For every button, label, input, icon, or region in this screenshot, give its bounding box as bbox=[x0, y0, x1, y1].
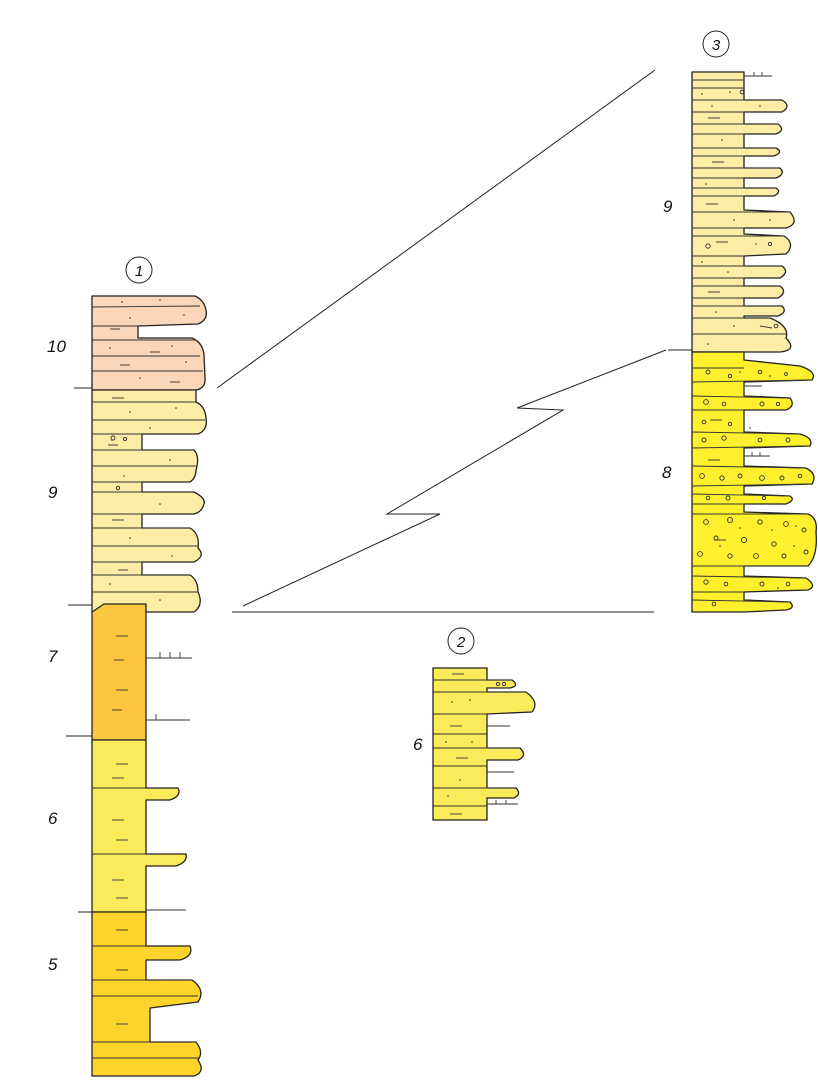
column-1-unit-6 bbox=[91, 739, 187, 913]
column-1-unit-5 bbox=[91, 911, 202, 1077]
column-3-unit-label-9: 9 bbox=[663, 197, 673, 216]
column-1-unit-label-6: 6 bbox=[48, 809, 58, 828]
column-1-unit-7-bedding bbox=[112, 635, 192, 721]
column-3-unit-8-bedding bbox=[691, 367, 813, 603]
column-1-unit-5-bedding bbox=[92, 929, 200, 1059]
column-3-unit-8-pebbles bbox=[697, 369, 809, 607]
column-2: 2 6 bbox=[413, 627, 536, 821]
correlation-lines bbox=[216, 69, 667, 613]
column-1-unit-7 bbox=[91, 603, 147, 741]
column-1-contacts bbox=[66, 387, 92, 913]
correlation-line-top bbox=[216, 69, 656, 389]
column-2-marker bbox=[447, 627, 475, 655]
column-1-unit-label-9: 9 bbox=[48, 483, 58, 502]
column-3-unit-label-8: 8 bbox=[662, 463, 672, 482]
column-1-unit-label-5: 5 bbox=[48, 955, 58, 974]
column-3-marker bbox=[702, 30, 730, 58]
column-2-label: 2 bbox=[456, 634, 466, 651]
column-2-bedding bbox=[433, 673, 526, 815]
column-1-unit-label-10: 10 bbox=[47, 337, 66, 356]
column-3: 3 bbox=[662, 30, 817, 613]
column-1-unit-label-7: 7 bbox=[48, 647, 58, 666]
column-3-unit-9-bedding bbox=[692, 72, 790, 335]
column-1-marker bbox=[125, 256, 153, 284]
column-3-unit-9-dots bbox=[701, 89, 779, 345]
column-1-unit-10-bedding bbox=[91, 305, 203, 383]
column-1-unit-10-dots bbox=[109, 299, 187, 379]
column-2-unit-label-6: 6 bbox=[413, 735, 423, 754]
column-3-label: 3 bbox=[712, 37, 721, 54]
column-1-unit-9-bedding bbox=[92, 397, 205, 593]
column-1-unit-9-dots bbox=[109, 407, 177, 601]
column-1: 1 bbox=[47, 256, 207, 1077]
column-2-unit-6 bbox=[432, 667, 536, 821]
column-1-unit-9 bbox=[91, 389, 207, 613]
column-1-label: 1 bbox=[135, 263, 143, 280]
column-3-unit-8 bbox=[691, 351, 817, 613]
column-2-dots bbox=[445, 681, 507, 797]
column-1-unit-6-bedding bbox=[92, 763, 186, 911]
correlation-line-zigzag bbox=[242, 349, 667, 607]
column-1-unit-10 bbox=[91, 295, 207, 391]
